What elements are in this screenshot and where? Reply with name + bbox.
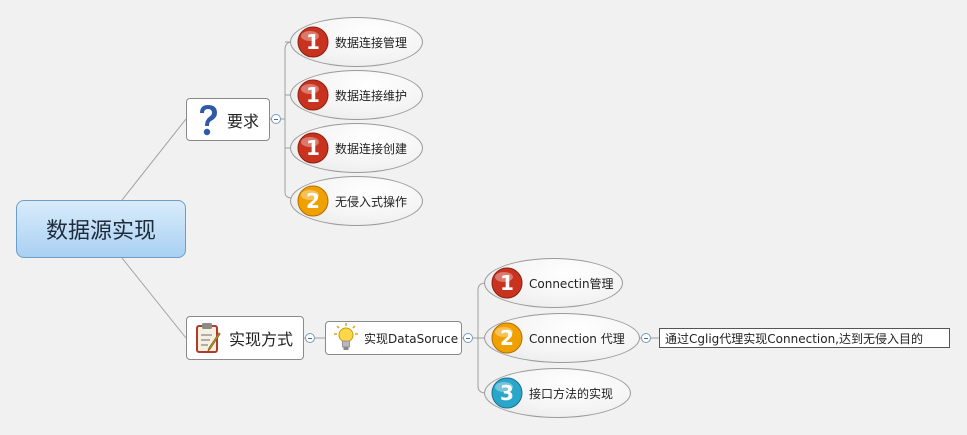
proxy-note-label: 通过Cglig代理实现Connection,达到无侵入目的 (665, 331, 923, 346)
branch-requirements[interactable]: 要求 (186, 98, 270, 141)
requirement-label: 数据连接创建 (335, 141, 408, 156)
lightbulb-icon (334, 322, 358, 354)
priority-1-icon: 1 (297, 26, 329, 58)
implementation-label: 接口方法的实现 (529, 386, 614, 401)
datasource-label: 实现DataSoruce (364, 331, 459, 346)
priority-3-icon: 3 (491, 377, 523, 409)
proxy-note[interactable]: 通过Cglig代理实现Connection,达到无侵入目的 (659, 328, 950, 348)
connector-req-trunk (284, 41, 293, 199)
svg-text:1: 1 (306, 136, 320, 160)
svg-text:2: 2 (306, 189, 320, 213)
collapse-toggle-requirements[interactable] (271, 114, 281, 124)
branch-implementation[interactable]: 实现方式 (186, 316, 304, 360)
svg-text:3: 3 (500, 381, 514, 405)
priority-1-icon: 1 (491, 267, 523, 299)
clipboard-pencil-icon (195, 322, 223, 354)
connector-root-implementation (121, 257, 187, 339)
requirement-item[interactable]: 2 无侵入式操作 (290, 176, 423, 226)
collapse-toggle-datasource[interactable] (463, 333, 473, 343)
requirement-item[interactable]: 1 数据连接管理 (290, 17, 423, 67)
implementation-item[interactable]: 2 Connection 代理 (484, 313, 640, 363)
requirement-label: 无侵入式操作 (335, 194, 408, 209)
datasource-node[interactable]: 实现DataSoruce (325, 321, 462, 355)
implementation-item[interactable]: 1 Connectin管理 (484, 258, 623, 308)
collapse-toggle-proxy[interactable] (641, 333, 651, 343)
requirement-label: 数据连接维护 (335, 88, 408, 103)
implementation-label: Connectin管理 (529, 276, 614, 291)
question-mark-icon (195, 103, 221, 137)
branch-requirements-label: 要求 (227, 111, 260, 131)
requirement-item[interactable]: 1 数据连接维护 (290, 70, 423, 120)
requirement-item[interactable]: 1 数据连接创建 (290, 123, 423, 173)
collapse-toggle-implementation[interactable] (305, 333, 315, 343)
implementation-item[interactable]: 3 接口方法的实现 (484, 368, 631, 418)
svg-text:1: 1 (306, 83, 320, 107)
priority-1-icon: 1 (297, 132, 329, 164)
priority-2-icon: 2 (491, 322, 523, 354)
priority-1-icon: 1 (297, 79, 329, 111)
root-node[interactable]: 数据源实现 (16, 200, 186, 258)
requirement-label: 数据连接管理 (335, 35, 408, 50)
svg-text:1: 1 (306, 30, 320, 54)
connector-root-requirements (121, 118, 187, 201)
svg-text:1: 1 (500, 271, 514, 295)
priority-2-icon: 2 (297, 185, 329, 217)
svg-text:2: 2 (500, 326, 514, 350)
root-label: 数据源实现 (45, 219, 156, 244)
implementation-label: Connection 代理 (529, 331, 625, 346)
branch-implementation-label: 实现方式 (229, 330, 294, 349)
